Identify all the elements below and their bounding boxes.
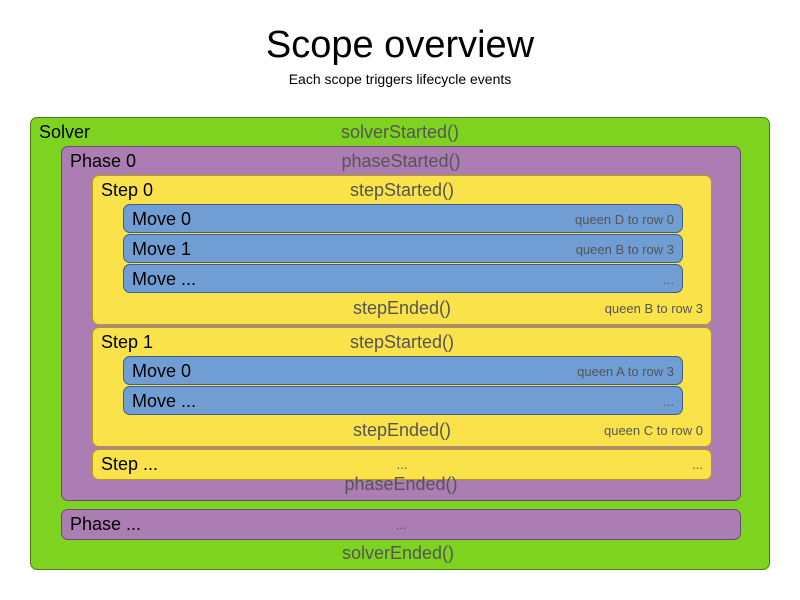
move-row[interactable]: Move 0 queen D to row 0 (123, 204, 683, 233)
solver-ended-row: solverEnded() (31, 539, 769, 568)
move-content: Move ... ... (124, 387, 682, 416)
step-ellipsis-row: Step ... ... ... (93, 450, 711, 479)
move-row[interactable]: Move ... ... (123, 386, 683, 415)
page-subtitle: Each scope triggers lifecycle events (288, 71, 512, 87)
move-result: queen B to row 3 (575, 242, 674, 257)
move-label: Move 0 (132, 361, 192, 381)
move-content: Move ... ... (124, 265, 682, 294)
move-label: Move 0 (132, 209, 192, 229)
phase-ellipsis-scope[interactable]: Phase ... ... (61, 509, 741, 540)
step-1-scope[interactable]: Step 1 stepStarted() Move 0 queen A to r… (92, 327, 712, 447)
solver-label: Solver (39, 122, 91, 142)
solver-ended-event: solverEnded() (341, 543, 455, 563)
phase-0-started-row: Phase 0 phaseStarted() (62, 147, 740, 176)
step-0-started-row: Step 0 stepStarted() (93, 176, 711, 205)
phase-0-started-event: phaseStarted() (341, 151, 461, 171)
move-row[interactable]: Move ... ... (123, 264, 683, 293)
move-result: ... (663, 272, 674, 287)
move-result: queen A to row 3 (577, 364, 674, 379)
step-1-ended-result: queen C to row 0 (603, 423, 703, 438)
solver-started-event: solverStarted() (340, 122, 460, 142)
move-content: Move 1 queen B to row 3 (124, 235, 682, 264)
move-content: Move 0 queen D to row 0 (124, 205, 682, 234)
step-1-ended-event: stepEnded() (352, 420, 452, 440)
move-row[interactable]: Move 1 queen B to row 3 (123, 234, 683, 263)
step-0-ended-result: queen B to row 3 (604, 301, 703, 316)
step-ellipsis-result: ... (692, 457, 703, 472)
move-label: Move 1 (132, 239, 192, 259)
move-row[interactable]: Move 0 queen A to row 3 (123, 356, 683, 385)
page-title: Scope overview (265, 24, 535, 66)
move-result: queen D to row 0 (574, 212, 674, 227)
step-ellipsis-scope[interactable]: Step ... ... ... (92, 449, 712, 480)
step-1-started-event: stepStarted() (349, 332, 455, 352)
phase-ellipsis-center-event: ... (395, 517, 407, 532)
step-0-ended-row: stepEnded() queen B to row 3 (93, 294, 711, 323)
solver-started-row: Solver solverStarted() (31, 118, 769, 147)
phase-ellipsis-label: Phase ... (70, 514, 142, 534)
step-1-ended-row: stepEnded() queen C to row 0 (93, 416, 711, 445)
move-content: Move 0 queen A to row 3 (124, 357, 682, 386)
step-0-started-event: stepStarted() (349, 180, 455, 200)
step-1-started-row: Step 1 stepStarted() (93, 328, 711, 357)
solver-scope[interactable]: Solver solverStarted() Phase 0 phaseStar… (30, 117, 770, 570)
step-0-label: Step 0 (101, 180, 154, 200)
step-1-label: Step 1 (101, 332, 154, 352)
phase-0-label: Phase 0 (70, 151, 137, 171)
phase-0-scope[interactable]: Phase 0 phaseStarted() Step 0 stepStarte… (61, 146, 741, 501)
move-label: Move ... (132, 391, 197, 411)
step-ellipsis-label: Step ... (101, 454, 159, 474)
step-ellipsis-center-event: ... (396, 457, 408, 472)
step-0-ended-event: stepEnded() (352, 298, 452, 318)
step-0-scope[interactable]: Step 0 stepStarted() Move 0 queen D to r… (92, 175, 712, 325)
move-label: Move ... (132, 269, 197, 289)
phase-ellipsis-row: Phase ... ... (62, 510, 740, 539)
diagram-header: Scope overview Each scope triggers lifec… (0, 0, 800, 87)
move-result: ... (663, 394, 674, 409)
